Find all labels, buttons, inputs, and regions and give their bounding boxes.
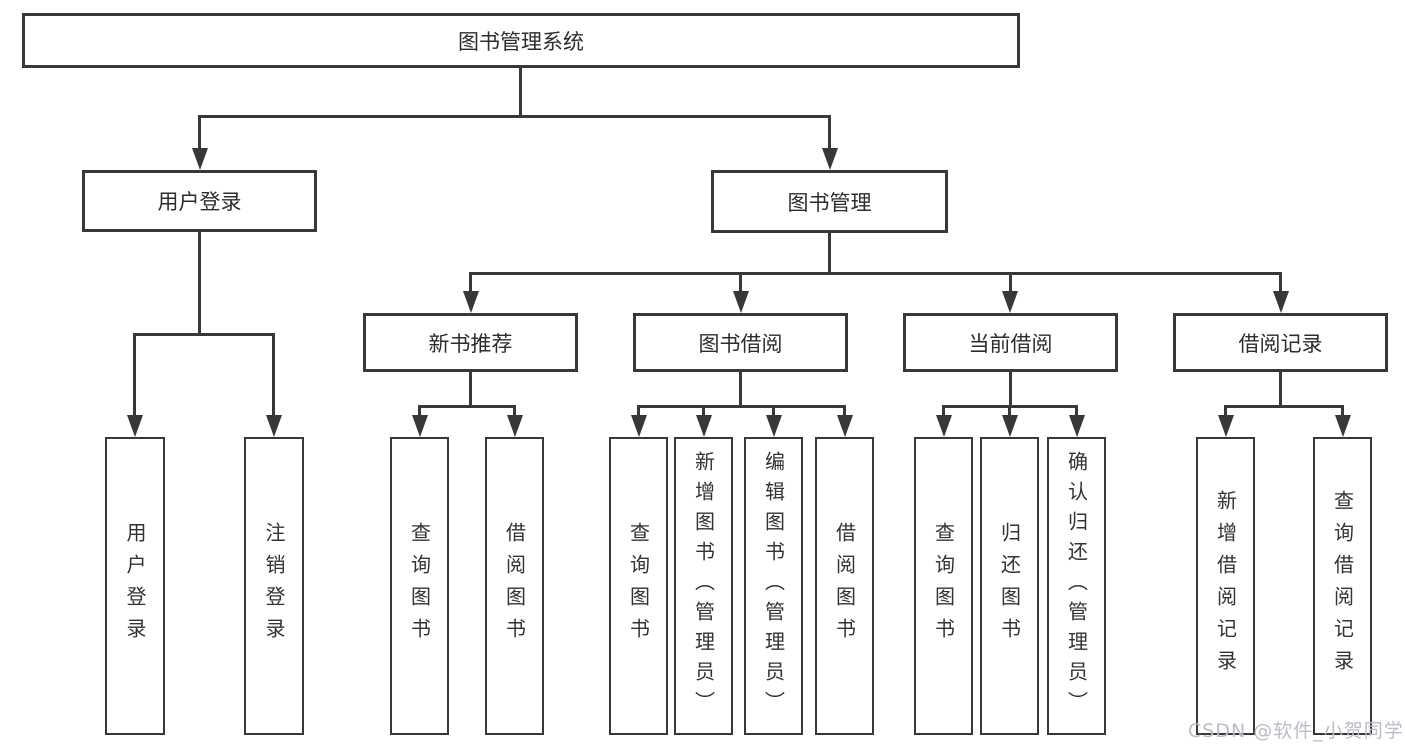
connector-drop-book-mgmt (828, 115, 831, 150)
node-book-borrowing-label: 图书借阅 (698, 331, 783, 356)
leaf-query-books-current: 查询图书 (914, 437, 973, 735)
connector-borrowing-bus (637, 405, 845, 408)
arrowhead-rec-add-record (1218, 415, 1234, 437)
connector-borrowing-stem (739, 372, 742, 408)
connector-drop-rec-add-record (1224, 405, 1227, 417)
connector-book-mgmt-stem (828, 233, 831, 275)
arrowhead-rec-query (412, 415, 428, 437)
leaf-return-books-label: 归还图书 (997, 522, 1022, 650)
node-new-book-recommendation-label: 新书推荐 (428, 331, 513, 356)
leaf-borrow-books-borrowing-label: 借阅图书 (832, 522, 857, 650)
leaf-add-borrow-record: 新增借阅记录 (1196, 437, 1255, 735)
node-new-book-recommendation: 新书推荐 (363, 313, 578, 372)
arrowhead-current (1002, 291, 1018, 313)
leaf-add-book-admin: 新增图书（管理员） (674, 437, 733, 735)
connector-drop-bb-edit (772, 405, 775, 417)
arrowhead-bb-borrow (837, 415, 853, 437)
node-book-management-label: 图书管理 (787, 190, 872, 215)
connector-drop-leaf-login (133, 333, 136, 417)
leaf-query-borrow-record-label: 查询借阅记录 (1330, 490, 1355, 682)
node-current-borrowing: 当前借阅 (903, 313, 1118, 372)
leaf-edit-book-admin: 编辑图书（管理员） (744, 437, 803, 735)
connector-drop-rec-query-record (1341, 405, 1344, 417)
arrowhead-borrowing (733, 291, 749, 313)
arrowhead-leaf-logout (266, 415, 282, 437)
leaf-query-books-current-label: 查询图书 (931, 522, 956, 650)
connector-drop-bb-borrow (843, 405, 846, 417)
connector-records-stem (1279, 372, 1282, 408)
connector-user-login-stem (198, 232, 201, 336)
arrowhead-rec-borrow (507, 415, 523, 437)
connector-drop-bb-add (702, 405, 705, 417)
arrowhead-bb-query (631, 415, 647, 437)
arrowhead-cb-confirm (1069, 415, 1085, 437)
leaf-borrow-books-recommend: 借阅图书 (485, 437, 544, 735)
node-borrowing-records: 借阅记录 (1173, 313, 1388, 372)
arrowhead-book-mgmt (822, 148, 838, 170)
arrowhead-bb-add (696, 415, 712, 437)
connector-drop-cb-confirm (1075, 405, 1078, 417)
connector-drop-cb-query (942, 405, 945, 417)
connector-drop-leaf-logout (272, 333, 275, 417)
connector-drop-user-login (198, 115, 201, 150)
leaf-query-books-borrowing-label: 查询图书 (626, 522, 651, 650)
leaf-logout: 注销登录 (244, 437, 304, 735)
leaf-query-books-recommend: 查询图书 (390, 437, 449, 735)
arrowhead-records (1273, 291, 1289, 313)
leaf-logout-label: 注销登录 (262, 522, 286, 650)
leaf-add-borrow-record-label: 新增借阅记录 (1213, 490, 1238, 682)
connector-drop-recommend (469, 272, 472, 294)
leaf-query-books-borrowing: 查询图书 (609, 437, 668, 735)
leaf-edit-book-admin-label: 编辑图书（管理员） (761, 451, 786, 721)
connector-recommend-bus (418, 405, 516, 408)
arrowhead-leaf-login (127, 415, 143, 437)
connector-drop-rec-borrow (513, 405, 516, 417)
node-book-borrowing: 图书借阅 (633, 313, 848, 372)
node-user-login: 用户登录 (82, 170, 317, 232)
connector-drop-cb-return (1008, 405, 1011, 417)
connector-current-stem (1009, 372, 1012, 408)
arrowhead-recommend (463, 291, 479, 313)
connector-book-mgmt-bus (469, 272, 1282, 275)
leaf-return-books: 归还图书 (980, 437, 1039, 735)
node-user-login-label: 用户登录 (157, 190, 242, 214)
connector-user-login-bus (133, 333, 275, 336)
arrowhead-cb-query (936, 415, 952, 437)
leaf-query-books-recommend-label: 查询图书 (407, 522, 432, 650)
arrowhead-user-login (192, 148, 208, 170)
connector-drop-rec-query (418, 405, 421, 417)
connector-recommend-stem (469, 372, 472, 408)
node-book-management: 图书管理 (711, 170, 948, 233)
leaf-borrow-books-borrowing: 借阅图书 (815, 437, 874, 735)
node-root-label: 图书管理系统 (458, 29, 584, 54)
connector-drop-current (1009, 272, 1012, 294)
node-borrowing-records-label: 借阅记录 (1238, 331, 1323, 356)
connector-drop-bb-query (637, 405, 640, 417)
connector-drop-records (1279, 272, 1282, 294)
leaf-user-login-label: 用户登录 (123, 522, 147, 650)
leaf-add-book-admin-label: 新增图书（管理员） (691, 451, 716, 721)
leaf-borrow-books-recommend-label: 借阅图书 (502, 522, 527, 650)
leaf-confirm-return-admin-label: 确认归还（管理员） (1064, 451, 1089, 721)
node-current-borrowing-label: 当前借阅 (968, 331, 1053, 356)
arrowhead-cb-return (1002, 415, 1018, 437)
leaf-confirm-return-admin: 确认归还（管理员） (1047, 437, 1106, 735)
connector-root-bus (198, 115, 831, 118)
leaf-query-borrow-record: 查询借阅记录 (1313, 437, 1372, 735)
watermark-text: CSDN @软件_小贺同学 (1188, 720, 1404, 742)
leaf-user-login: 用户登录 (105, 437, 165, 735)
connector-root-stem (519, 68, 522, 118)
arrowhead-rec-query-record (1335, 415, 1351, 437)
arrowhead-bb-edit (766, 415, 782, 437)
connector-drop-borrowing (739, 272, 742, 294)
node-root: 图书管理系统 (22, 13, 1020, 68)
connector-records-bus (1224, 405, 1343, 408)
